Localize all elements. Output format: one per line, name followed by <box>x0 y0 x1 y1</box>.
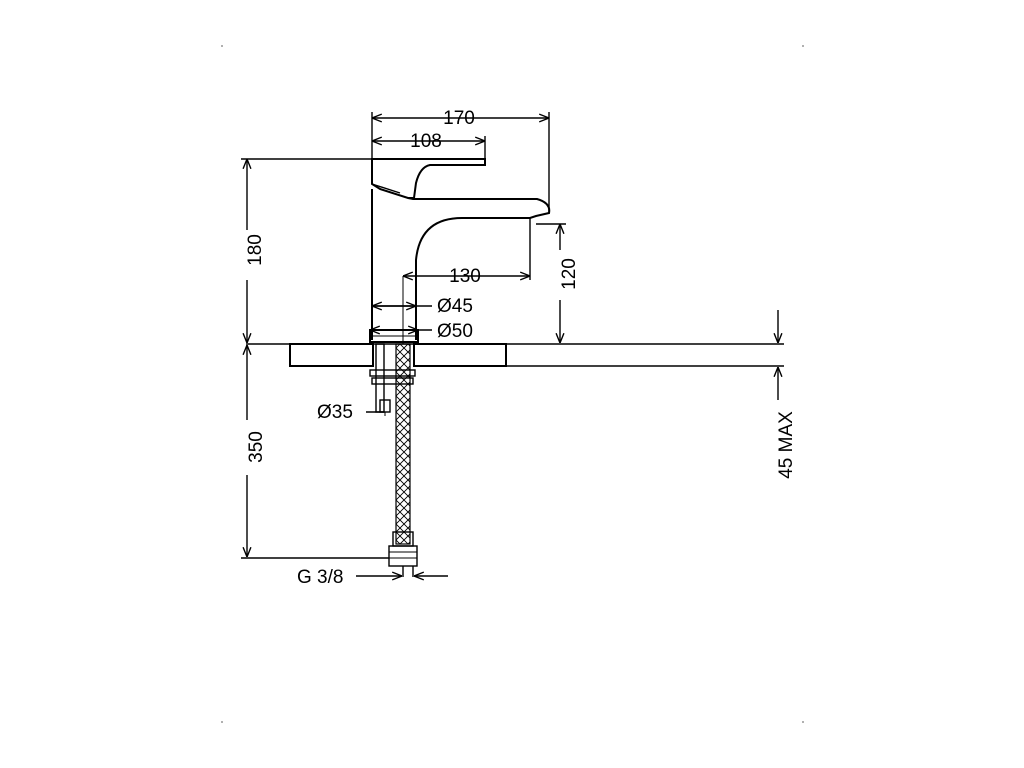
dimension-lines <box>241 112 778 576</box>
corner-mark-top-left <box>221 45 223 47</box>
corner-mark-top-right <box>802 45 804 47</box>
dim-width-total: 170 <box>443 108 475 129</box>
dim-body-diameter: Ø45 <box>437 296 473 317</box>
flexible-hose <box>388 343 418 577</box>
corner-mark-bottom-left <box>221 721 223 723</box>
dim-hose-length: 350 <box>246 431 267 463</box>
dim-base-diameter: Ø50 <box>437 321 473 342</box>
dim-handle-length: 108 <box>410 131 442 152</box>
dim-spout-reach: 130 <box>449 266 481 287</box>
dim-spout-height: 120 <box>559 258 580 290</box>
dim-counter-thickness: 45 MAX <box>776 411 797 479</box>
faucet-spout <box>371 189 551 340</box>
dim-thread-size: G 3/8 <box>297 567 343 588</box>
dim-height-total: 180 <box>245 234 266 266</box>
dim-shank-diameter: Ø35 <box>317 402 353 423</box>
lever-handle <box>371 158 486 199</box>
corner-mark-bottom-right <box>802 721 804 723</box>
countertop-section <box>246 343 784 367</box>
faucet-body <box>369 158 551 343</box>
